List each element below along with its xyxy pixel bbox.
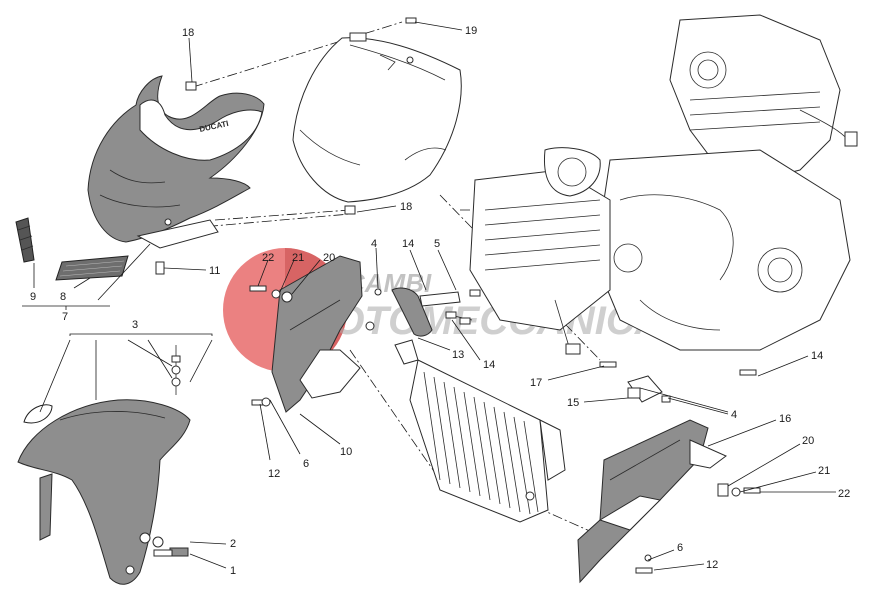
front-fairing: DUCATI xyxy=(87,75,265,249)
callout-2: 2 xyxy=(230,538,236,550)
radiator-core xyxy=(423,371,539,515)
radiator-side-panel-right xyxy=(577,419,727,584)
callout-22-right: 22 xyxy=(838,488,850,500)
callout-12-left: 12 xyxy=(268,468,280,480)
front-mudguard xyxy=(17,399,191,585)
headlight-lens xyxy=(15,217,35,263)
callout-6-right: 6 xyxy=(677,542,683,554)
callout-22-left: 22 xyxy=(262,252,274,264)
callout-4-upper: 4 xyxy=(371,238,377,250)
callout-18-upper: 18 xyxy=(182,27,194,39)
callout-3: 3 xyxy=(132,319,138,331)
callout-13: 13 xyxy=(452,349,464,361)
fasteners xyxy=(155,17,761,574)
callout-7: 7 xyxy=(62,311,68,323)
engine-fins xyxy=(484,91,821,271)
callout-21-left: 21 xyxy=(292,252,304,264)
callout-10: 10 xyxy=(340,446,352,458)
front-reflector xyxy=(23,404,53,424)
callout-9: 9 xyxy=(30,291,36,303)
callout-12-right: 12 xyxy=(706,559,718,571)
tank-cover xyxy=(292,32,462,215)
mesh-grille xyxy=(55,255,129,281)
callout-5: 5 xyxy=(434,238,440,250)
callout-labels: 1 2 3 4 4 5 6 6 7 8 9 10 11 12 12 13 14 … xyxy=(30,25,850,577)
callout-15: 15 xyxy=(567,397,579,409)
radiator-side-panel-left xyxy=(271,255,375,413)
callout-20-right: 20 xyxy=(802,435,814,447)
callout-19: 19 xyxy=(465,25,477,37)
callout-20-left: 20 xyxy=(323,252,335,264)
radiator xyxy=(394,339,566,523)
callout-4-lower: 4 xyxy=(731,409,737,421)
leader-lines xyxy=(22,21,836,571)
callout-1: 1 xyxy=(230,565,236,577)
callout-21-right: 21 xyxy=(818,465,830,477)
coolant-hoses xyxy=(374,287,473,337)
callout-6-left: 6 xyxy=(303,458,309,470)
callout-11: 11 xyxy=(209,265,220,277)
callout-17: 17 xyxy=(530,377,542,389)
callout-16: 16 xyxy=(779,413,791,425)
callout-18-lower: 18 xyxy=(400,201,412,213)
engine-assembly xyxy=(469,14,858,355)
mudguard-bolt xyxy=(152,536,189,557)
callout-14-upper: 14 xyxy=(402,238,414,250)
watermark-text-bottom: MOTOMECCANICA xyxy=(300,299,664,343)
callout-14-mid: 14 xyxy=(483,359,495,371)
headlight-lens-hatch xyxy=(17,225,34,251)
callout-8: 8 xyxy=(60,291,66,303)
mesh-grille-pattern xyxy=(59,260,125,277)
mudguard-hardware xyxy=(171,345,181,395)
callout-14-right: 14 xyxy=(811,350,823,362)
